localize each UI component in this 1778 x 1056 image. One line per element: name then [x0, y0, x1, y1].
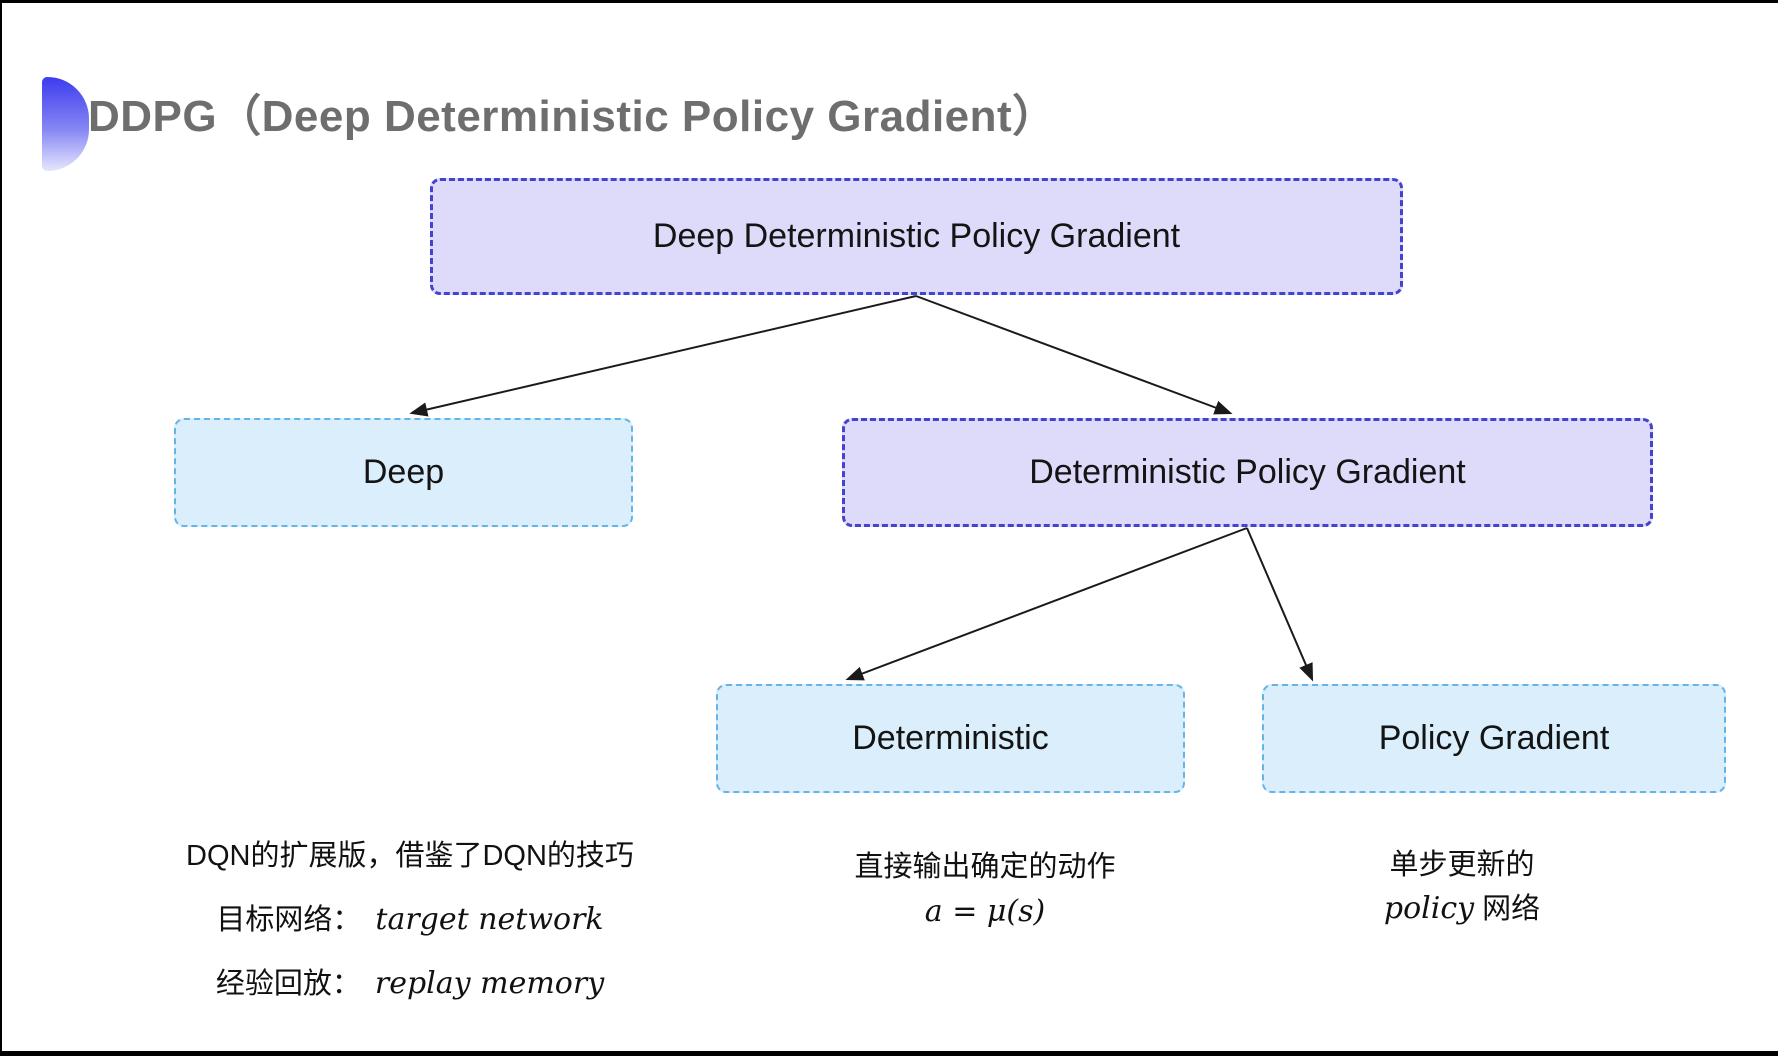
bottom-black-bar — [0, 1051, 1778, 1056]
deterministic-annotation-block: 直接输出确定的动作 a = μ(s) — [785, 848, 1185, 938]
left-black-bar — [0, 0, 2, 1056]
node-label: Deterministic Policy Gradient — [1029, 453, 1466, 491]
arrow-root-to-dpg — [915, 295, 1233, 415]
node-label: Deterministic — [852, 719, 1049, 757]
arrow-root-to-deep — [409, 295, 917, 417]
deep-note-line1: DQN的扩展版，借鉴了DQN的技巧 — [110, 836, 710, 900]
node-deterministic: Deterministic — [716, 684, 1185, 793]
top-black-bar — [0, 0, 1778, 3]
replay-memory-label: 经验回放： — [215, 968, 361, 1000]
blue-ball-bullet-icon — [42, 77, 89, 171]
node-label: Deep — [362, 453, 445, 491]
node-deterministic-policy-gradient: Deterministic Policy Gradient — [842, 418, 1653, 527]
deterministic-note-text: 直接输出确定的动作 — [854, 851, 1116, 883]
policy-term: policy — [1383, 891, 1475, 926]
action-formula: a = μ(s) — [924, 894, 1046, 929]
deterministic-note-formula-line: a = μ(s) — [785, 893, 1185, 938]
policy-gradient-note-line2: policy 网络 — [1282, 890, 1642, 934]
deterministic-note-line1: 直接输出确定的动作 — [785, 848, 1185, 893]
arrow-dpg-to-deterministic — [845, 527, 1248, 681]
node-deep-deterministic-policy-gradient: Deep Deterministic Policy Gradient — [430, 178, 1403, 295]
node-label: Deep Deterministic Policy Gradient — [652, 217, 1181, 255]
replay-memory-term: replay memory — [374, 966, 605, 1001]
deep-note-line3: 经验回放： replay memory — [110, 964, 710, 1028]
deep-note-line2: 目标网络： target network — [110, 900, 710, 964]
node-deep: Deep — [174, 418, 633, 527]
policy-network-label: 网络 — [1474, 893, 1541, 925]
deep-note-line1-text: DQN的扩展版，借鉴了DQN的技巧 — [186, 840, 634, 872]
target-network-label: 目标网络： — [216, 904, 362, 936]
slide-title: DDPG（Deep Deterministic Policy Gradient） — [88, 92, 1057, 141]
policy-gradient-annotation-block: 单步更新的 policy 网络 — [1282, 846, 1642, 934]
target-network-term: target network — [375, 902, 604, 937]
policy-gradient-note-line1: 单步更新的 — [1282, 846, 1642, 890]
policy-gradient-note-text: 单步更新的 — [1389, 849, 1535, 881]
node-policy-gradient: Policy Gradient — [1262, 684, 1726, 793]
deep-annotation-block: DQN的扩展版，借鉴了DQN的技巧 目标网络： target network 经验… — [110, 836, 710, 1028]
arrow-dpg-to-policy-gradient — [1246, 527, 1314, 682]
node-label: Policy Gradient — [1378, 719, 1610, 757]
